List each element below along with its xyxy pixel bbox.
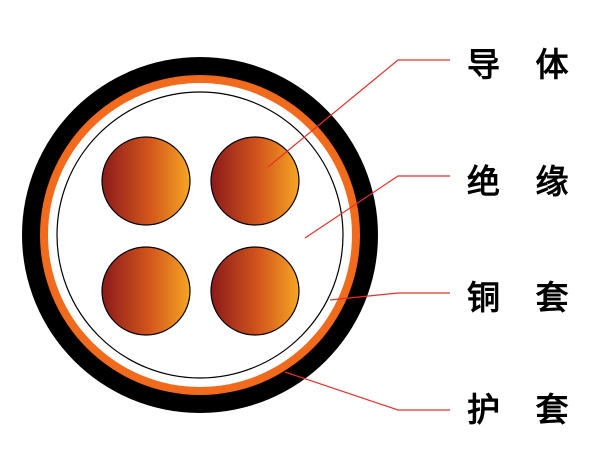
leader-line-insulation: [304, 175, 450, 239]
leader-line-outer-sheath: [284, 371, 450, 411]
label-outer-sheath: 护 套: [467, 390, 581, 429]
label-copper-sheath: 铜 套: [467, 278, 581, 317]
conductor-bottom-left: [101, 246, 191, 336]
conductor-top-left: [101, 136, 191, 226]
label-insulation: 绝 缘: [467, 162, 581, 201]
conductor-bottom-right: [210, 246, 300, 336]
leader-line-copper-sheath: [329, 292, 450, 301]
leader-line-conductor: [267, 59, 450, 168]
insulation-core: [56, 91, 344, 379]
conductor-top-right: [210, 136, 300, 226]
label-conductor: 导 体: [467, 45, 581, 84]
